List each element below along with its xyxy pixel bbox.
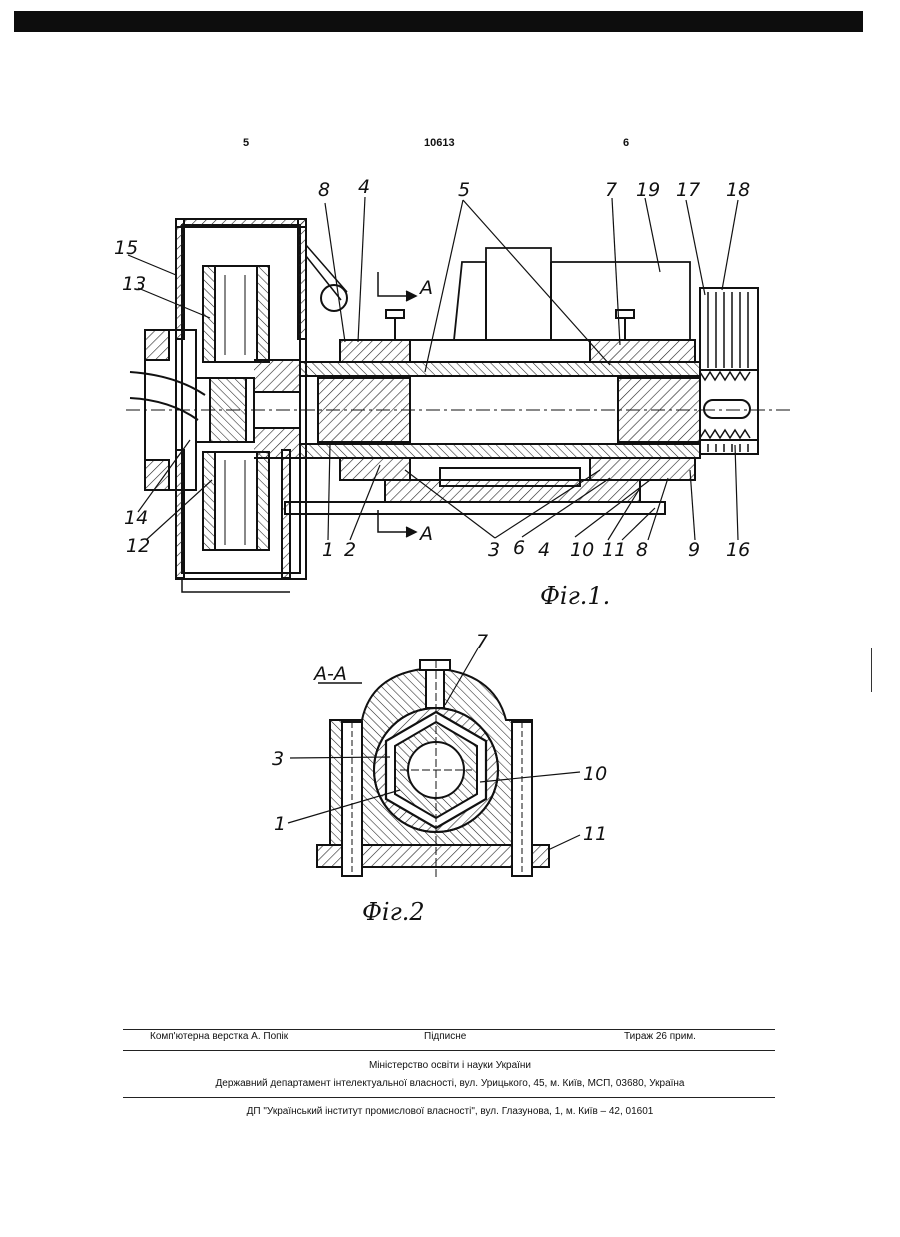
fig2-section-title: А-А: [312, 663, 347, 685]
fig1-label-18: 18: [726, 179, 750, 201]
fig1-label-7: 7: [605, 179, 617, 201]
fig1-label-16: 16: [726, 539, 750, 561]
imprint-rule-bottom: [123, 1097, 775, 1098]
fig1-label-11: 11: [602, 539, 626, 561]
fig1-label-13: 13: [122, 273, 146, 295]
fig1-label-12: 12: [126, 535, 150, 557]
fig2-label-1: 1: [274, 813, 286, 835]
fig2-caption: Фіг.2: [362, 898, 425, 926]
fig1-section-mark-bottom: A: [418, 523, 433, 545]
imprint-rule-middle: [123, 1050, 775, 1051]
institute-line: ДП "Український інститут промислової вла…: [0, 1106, 900, 1117]
fig1-label-4-bottom: 4: [538, 539, 550, 561]
ministry-line: Міністерство освіти і науки України: [0, 1060, 900, 1071]
fig1-label-15: 15: [114, 237, 138, 259]
scan-edge-mark: [871, 648, 872, 692]
fig1-label-2: 2: [344, 539, 356, 561]
typesetting-credit: Комп'ютерна верстка А. Попік: [150, 1031, 288, 1042]
fig1-label-9: 9: [688, 539, 700, 561]
fig1-label-1: 1: [322, 539, 334, 561]
circulation-note: Тираж 26 прим.: [624, 1031, 696, 1042]
fig1-section-mark-top: A: [418, 277, 433, 299]
imprint-rule-top: [123, 1029, 775, 1030]
fig1-label-14: 14: [124, 507, 148, 529]
fig1-label-5: 5: [458, 179, 470, 201]
fig2-label-3: 3: [272, 748, 284, 770]
fig2-label-7: 7: [476, 631, 488, 653]
fig1-label-8-top: 8: [318, 179, 330, 201]
fig2-label-11: 11: [583, 823, 607, 845]
fig1-caption: Фіг.1.: [540, 582, 610, 610]
subscription-note: Підписне: [424, 1031, 466, 1042]
department-line: Державний департамент інтелектуальної вл…: [0, 1078, 900, 1089]
fig1-label-10: 10: [570, 539, 594, 561]
fig1-label-3: 3: [488, 539, 500, 561]
fig1-label-17: 17: [676, 179, 700, 201]
fig1-label-4-top: 4: [358, 176, 370, 198]
figure-1: [126, 197, 790, 592]
fig1-label-19: 19: [636, 179, 660, 201]
fig1-label-6: 6: [513, 537, 525, 559]
fig2-label-10: 10: [583, 763, 607, 785]
fig1-label-8-bottom: 8: [636, 539, 648, 561]
